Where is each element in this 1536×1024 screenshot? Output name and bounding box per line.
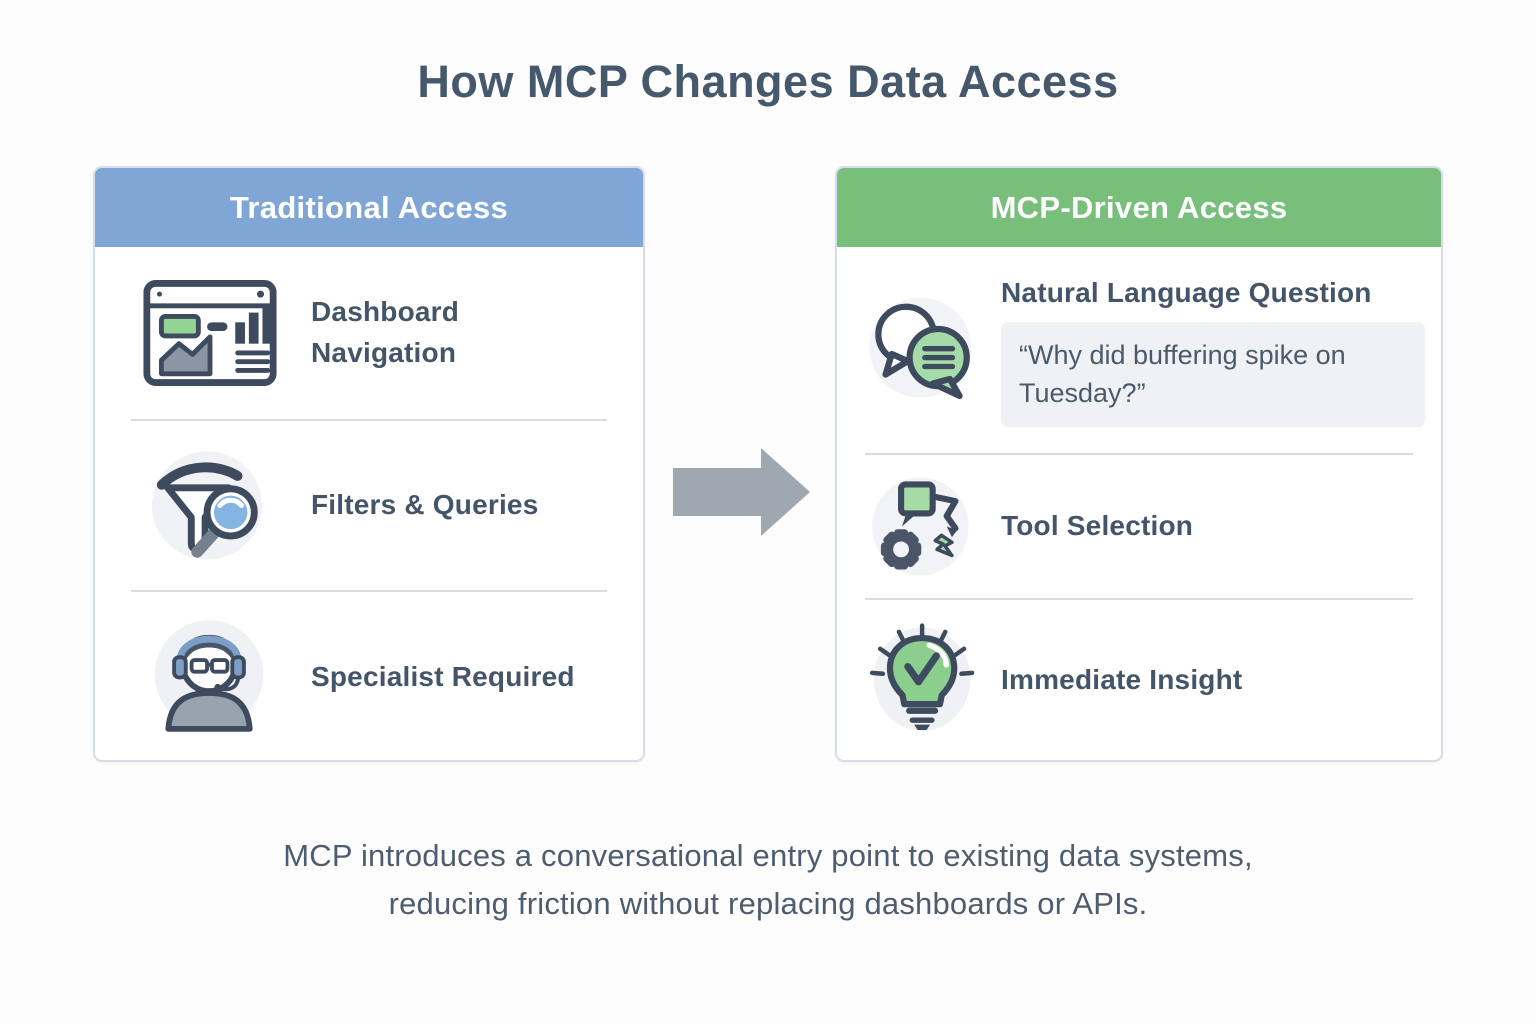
row-divider bbox=[865, 598, 1413, 600]
row-divider bbox=[865, 453, 1413, 455]
item-label: Immediate Insight bbox=[1001, 663, 1243, 695]
caption: MCP introduces a conversational entry po… bbox=[0, 832, 1536, 928]
mcp-driven-access-panel: MCP-Driven Access Natural Language Quest… bbox=[835, 166, 1443, 762]
traditional-access-panel: Traditional Access bbox=[93, 166, 645, 762]
list-item: Dashboard Navigation bbox=[95, 247, 643, 419]
lightbulb-check-icon bbox=[865, 620, 981, 740]
traditional-access-header: Traditional Access bbox=[95, 168, 643, 247]
item-label: Specialist Required bbox=[311, 660, 575, 692]
list-item: Natural Language Question “Why did buffe… bbox=[837, 247, 1441, 453]
list-item: Filters & Queries bbox=[95, 421, 643, 590]
question-quote: “Why did buffering spike on Tuesday?” bbox=[1001, 321, 1425, 427]
list-item: Specialist Required bbox=[95, 592, 643, 762]
chat-bubbles-icon bbox=[865, 292, 981, 408]
right-arrow-icon bbox=[673, 448, 810, 536]
page-title: How MCP Changes Data Access bbox=[417, 56, 1119, 107]
item-label: Natural Language Question bbox=[1001, 277, 1372, 309]
filter-magnifier-icon bbox=[135, 444, 285, 568]
gear-flow-icon bbox=[865, 471, 981, 583]
natural-language-block: Natural Language Question “Why did buffe… bbox=[1001, 273, 1425, 427]
item-label: Filters & Queries bbox=[311, 489, 539, 521]
mcp-driven-access-header: MCP-Driven Access bbox=[837, 168, 1441, 247]
item-label: Dashboard Navigation bbox=[311, 296, 460, 368]
list-item: Immediate Insight bbox=[837, 600, 1441, 760]
list-item: Tool Selection bbox=[837, 455, 1441, 598]
dashboard-icon bbox=[135, 278, 285, 388]
item-label: Tool Selection bbox=[1001, 510, 1194, 542]
row-divider bbox=[131, 590, 607, 592]
caption-line-1: MCP introduces a conversational entry po… bbox=[283, 838, 1253, 873]
row-divider bbox=[131, 419, 607, 421]
caption-line-2: reducing friction without replacing dash… bbox=[388, 886, 1148, 921]
specialist-headset-icon bbox=[135, 616, 285, 738]
